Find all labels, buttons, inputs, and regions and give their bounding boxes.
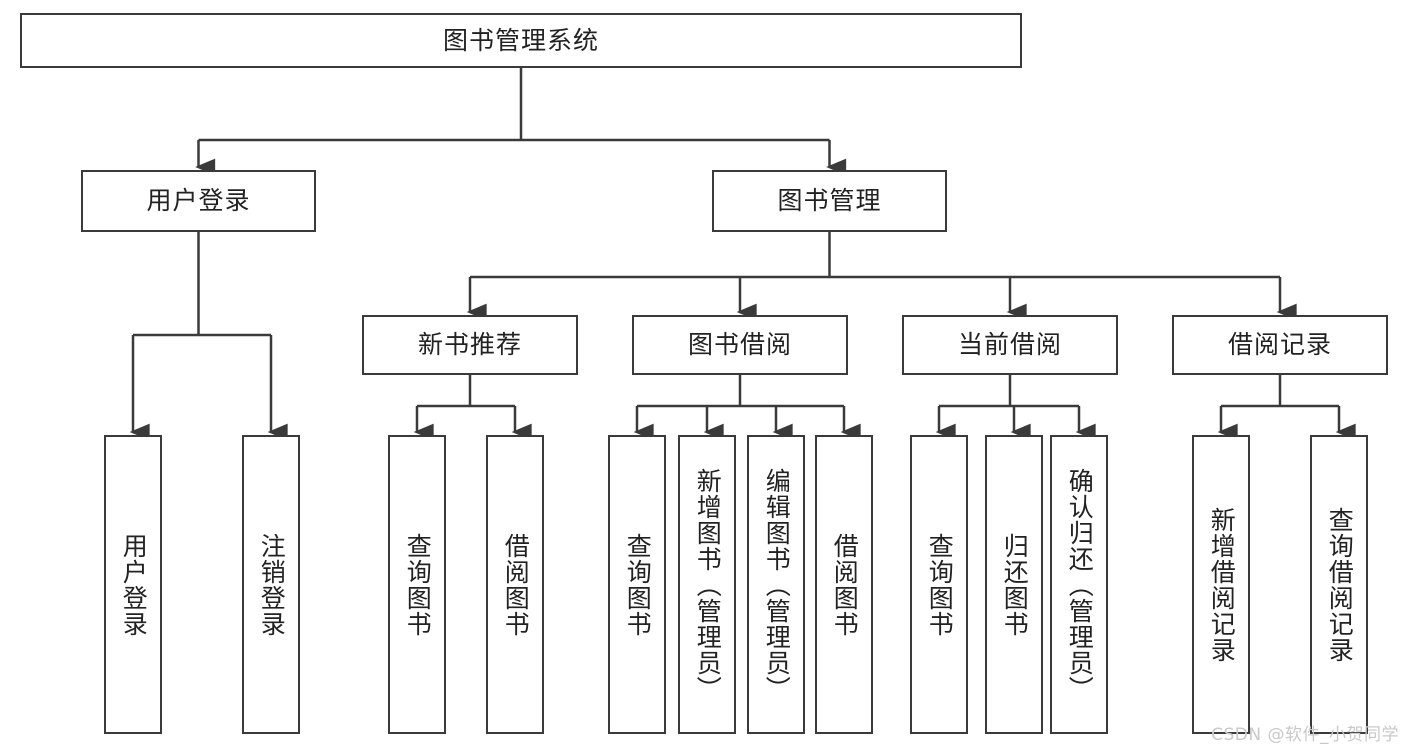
node-leaf-label: 借阅图书 bbox=[830, 532, 860, 637]
node-leaf-4[interactable]: 查询图书 bbox=[608, 435, 666, 734]
node-level3-1[interactable]: 图书借阅 bbox=[632, 315, 848, 375]
node-leaf-label: 查询借阅记录 bbox=[1325, 506, 1355, 663]
node-level3-0[interactable]: 新书推荐 bbox=[362, 315, 578, 375]
node-leaf-label: 查询图书 bbox=[623, 532, 653, 637]
node-leaf-10[interactable]: 确认归还（管理员） bbox=[1050, 435, 1108, 734]
node-level3-2[interactable]: 当前借阅 bbox=[902, 315, 1118, 375]
node-root-label: 图书管理系统 bbox=[442, 25, 599, 55]
node-leaf-11[interactable]: 新增借阅记录 bbox=[1192, 435, 1250, 734]
node-leaf-1[interactable]: 注销登录 bbox=[242, 435, 300, 734]
node-leaf-8[interactable]: 查询图书 bbox=[910, 435, 968, 734]
node-leaf-label: 注销登录 bbox=[257, 532, 287, 637]
node-leaf-5[interactable]: 新增图书（管理员） bbox=[678, 435, 736, 734]
node-leaf-12[interactable]: 查询借阅记录 bbox=[1310, 435, 1368, 734]
node-level3-label: 借阅记录 bbox=[1227, 330, 1332, 360]
watermark-label: CSDN @软件_小贺同学 bbox=[1211, 725, 1399, 745]
node-leaf-3[interactable]: 借阅图书 bbox=[486, 435, 544, 734]
node-leaf-label: 查询图书 bbox=[403, 532, 433, 637]
node-leaf-label: 编辑图书（管理员） bbox=[762, 467, 792, 702]
node-level2-1[interactable]: 图书管理 bbox=[712, 170, 947, 232]
node-level2-label: 图书管理 bbox=[777, 186, 882, 216]
node-level3-3[interactable]: 借阅记录 bbox=[1172, 315, 1388, 375]
node-leaf-label: 新增图书（管理员） bbox=[693, 467, 723, 702]
node-leaf-7[interactable]: 借阅图书 bbox=[815, 435, 873, 734]
node-level2-0[interactable]: 用户登录 bbox=[81, 170, 316, 232]
node-leaf-6[interactable]: 编辑图书（管理员） bbox=[747, 435, 805, 734]
node-leaf-9[interactable]: 归还图书 bbox=[985, 435, 1043, 734]
node-leaf-2[interactable]: 查询图书 bbox=[388, 435, 446, 734]
node-leaf-label: 新增借阅记录 bbox=[1207, 506, 1237, 663]
node-leaf-label: 归还图书 bbox=[1000, 532, 1030, 637]
node-level3-label: 图书借阅 bbox=[687, 330, 792, 360]
node-level3-label: 当前借阅 bbox=[957, 330, 1062, 360]
node-root[interactable]: 图书管理系统 bbox=[20, 13, 1022, 68]
node-leaf-label: 查询图书 bbox=[925, 532, 955, 637]
node-leaf-label: 用户登录 bbox=[119, 532, 149, 637]
node-leaf-0[interactable]: 用户登录 bbox=[104, 435, 162, 734]
node-level3-label: 新书推荐 bbox=[417, 330, 522, 360]
node-leaf-label: 借阅图书 bbox=[501, 532, 531, 637]
node-leaf-label: 确认归还（管理员） bbox=[1065, 467, 1095, 702]
node-level2-label: 用户登录 bbox=[146, 186, 251, 216]
